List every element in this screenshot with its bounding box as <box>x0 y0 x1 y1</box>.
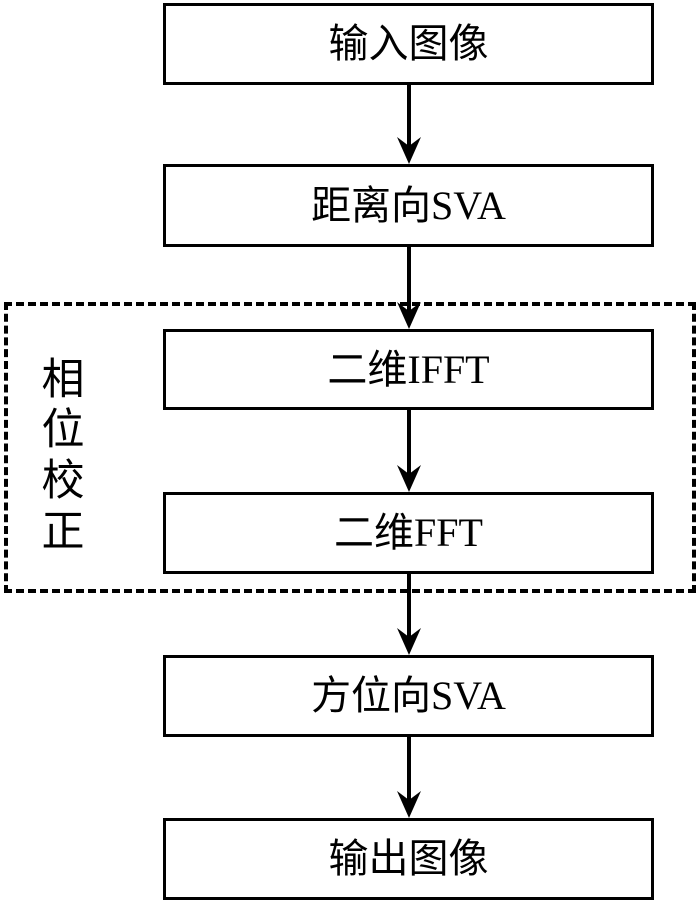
node-input-image[interactable]: 输入图像 <box>163 3 654 85</box>
node-output-image[interactable]: 输出图像 <box>163 818 654 900</box>
arrow-azimuth-sva-to-output-image <box>391 737 427 818</box>
node-input-image-label: 输入图像 <box>328 21 489 66</box>
node-range-sva-label: 距离向SVA <box>311 182 506 228</box>
node-ifft-2d[interactable]: 二维IFFT <box>163 329 654 410</box>
group-label-char-2: 位 <box>41 407 85 455</box>
arrow-fft-2d-to-azimuth-sva <box>391 574 427 655</box>
arrow-ifft-2d-to-fft-2d <box>391 410 427 492</box>
group-label-char-1: 相 <box>41 356 85 404</box>
node-output-image-label: 输出图像 <box>328 836 489 881</box>
node-azimuth-sva-label: 方位向SVA <box>311 673 506 718</box>
arrow-range-sva-to-ifft-2d <box>391 247 427 329</box>
node-fft-2d[interactable]: 二维FFT <box>163 492 654 574</box>
group-label-char-3: 校 <box>41 458 85 505</box>
arrow-input-image-to-range-sva <box>391 85 427 164</box>
phase-correction-group-label: 相 位 校 正 <box>38 348 88 566</box>
node-ifft-2d-label: 二维IFFT <box>327 346 490 392</box>
node-range-sva[interactable]: 距离向SVA <box>163 164 654 247</box>
group-label-char-4: 正 <box>41 508 85 556</box>
node-fft-2d-label: 二维FFT <box>334 510 483 555</box>
phase-correction-group-region <box>4 302 696 593</box>
node-azimuth-sva[interactable]: 方位向SVA <box>163 655 654 737</box>
